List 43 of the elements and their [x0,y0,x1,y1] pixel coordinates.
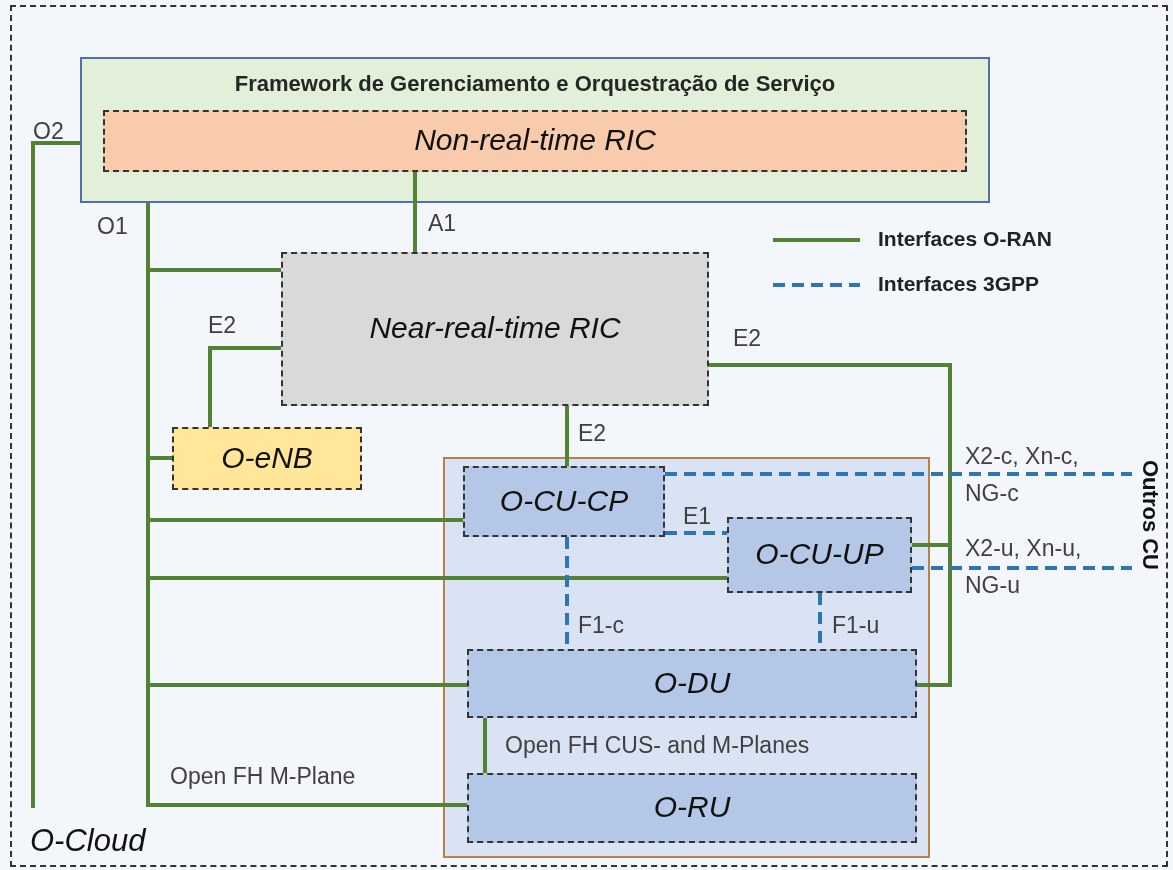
component-box [463,466,665,537]
edge-label: E1 [683,503,712,530]
component-box [467,773,917,843]
connector-line [565,406,569,466]
connector-line [483,718,487,773]
legend-label: Interfaces O-RAN [878,227,1052,251]
component-box [281,252,709,406]
component-label: O-DU [653,665,731,700]
edge-label: E2 [578,420,607,447]
edge-label: X2-u, Xn-u, NG-u [965,534,1083,600]
connector-line [208,346,281,427]
dashed-connector [665,472,1132,476]
edge-label: O1 [97,213,128,240]
legend-label: Interfaces 3GPP [878,272,1040,296]
framework-box [80,57,990,203]
vertical-label: Outros CU [1137,460,1163,570]
edge-label: E2 [208,312,237,339]
edge-label: F1-c [578,612,624,639]
edge-label: X2-c, Xn-c, NG-c [965,442,1080,508]
component-box [727,517,912,593]
connector-line [31,141,80,808]
connector-line [413,172,417,252]
component-box [172,427,362,490]
box-title: Framework de Gerenciamento e Orquestração de Serviço [233,71,837,97]
component-box [103,110,967,172]
edge-label: E2 [733,325,762,352]
edge-label: A1 [428,210,457,237]
edge-label: Open FH M-Plane [170,763,356,790]
edge-label: O2 [33,118,64,145]
component-label: O-eNB [221,440,313,475]
component-label: O-CU-UP [755,537,884,572]
dashed-connector [665,531,727,535]
platform-frame [10,5,1168,867]
edge-label: F1-u [832,612,880,639]
component-label: Near-real-time RIC [369,311,621,346]
platform-label: O-Cloud [30,823,146,859]
component-label: O-RU [653,790,731,825]
component-box [467,649,917,718]
component-label: O-CU-CP [499,483,629,518]
edge-label: Open FH CUS- and M-Planes [505,732,810,759]
component-label: Non-real-time RIC [414,123,656,158]
group-box [443,457,930,858]
dashed-connector [912,566,1132,570]
